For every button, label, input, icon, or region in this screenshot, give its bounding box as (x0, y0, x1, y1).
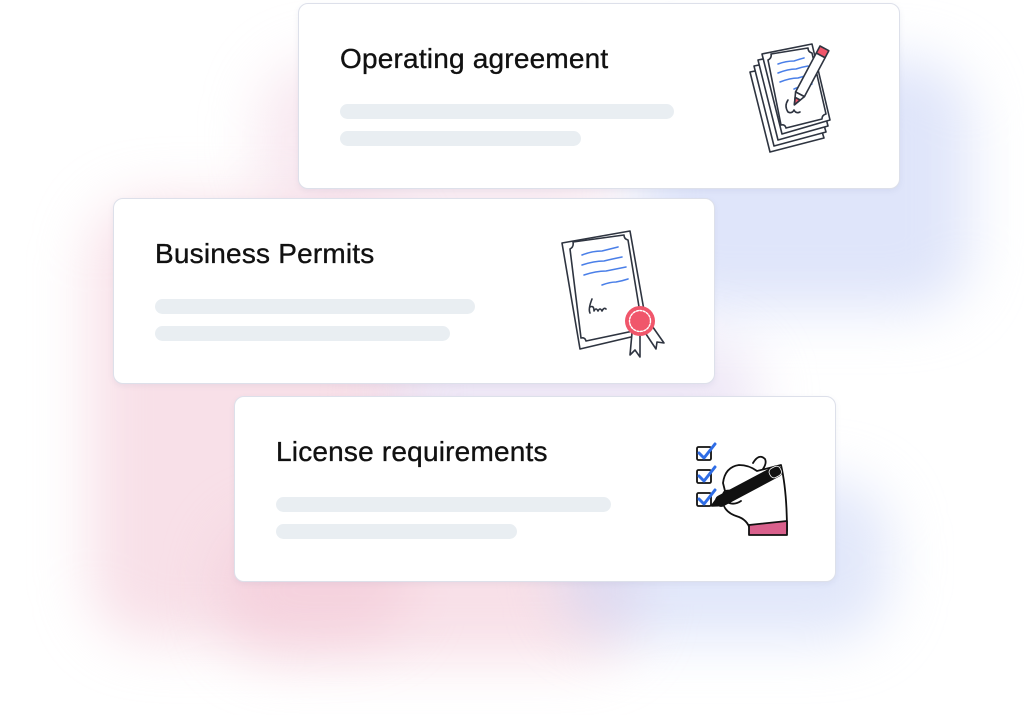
placeholder-bar (340, 131, 581, 146)
placeholder-bar (155, 326, 450, 341)
placeholder-bar (276, 524, 517, 539)
placeholder-bar (155, 299, 475, 314)
signed-documents-with-pencil-icon (746, 42, 846, 154)
card-business-permits[interactable]: Business Permits (113, 198, 715, 384)
checklist-hand-with-marker-icon (695, 442, 795, 539)
placeholder-bar (276, 497, 611, 512)
card-title: Business Permits (155, 238, 375, 269)
card-operating-agreement[interactable]: Operating agreement (298, 3, 900, 189)
card-license-requirements[interactable]: License requirements (234, 396, 836, 582)
card-title: Operating agreement (340, 43, 609, 74)
placeholder-bar (340, 104, 674, 119)
certificate-with-seal-icon (560, 229, 672, 361)
card-title: License requirements (276, 436, 548, 467)
